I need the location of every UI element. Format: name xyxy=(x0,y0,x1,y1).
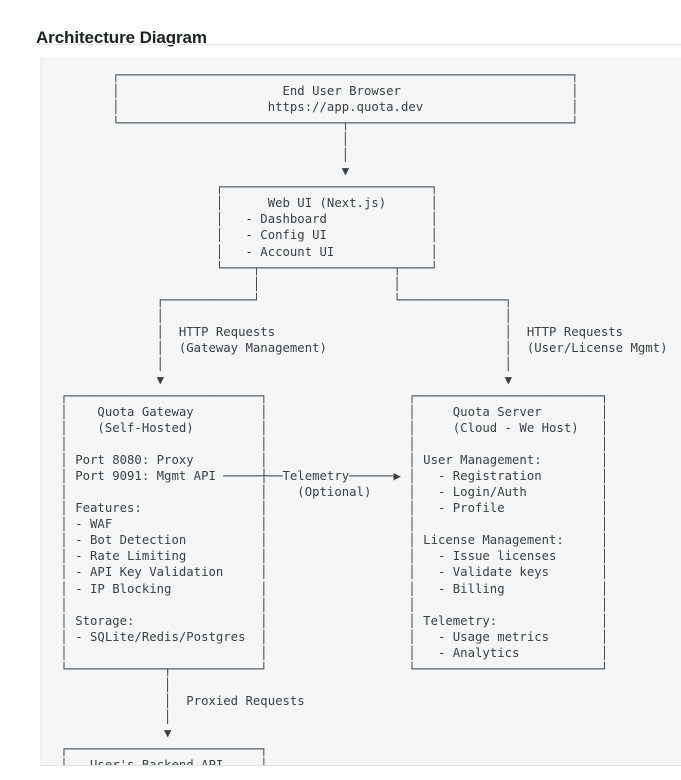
page-title: Architecture Diagram xyxy=(36,28,207,48)
diagram-panel: ┌───────────────────────────────────────… xyxy=(40,58,681,766)
ascii-architecture-diagram: ┌───────────────────────────────────────… xyxy=(60,68,668,766)
heading-divider xyxy=(36,44,681,45)
